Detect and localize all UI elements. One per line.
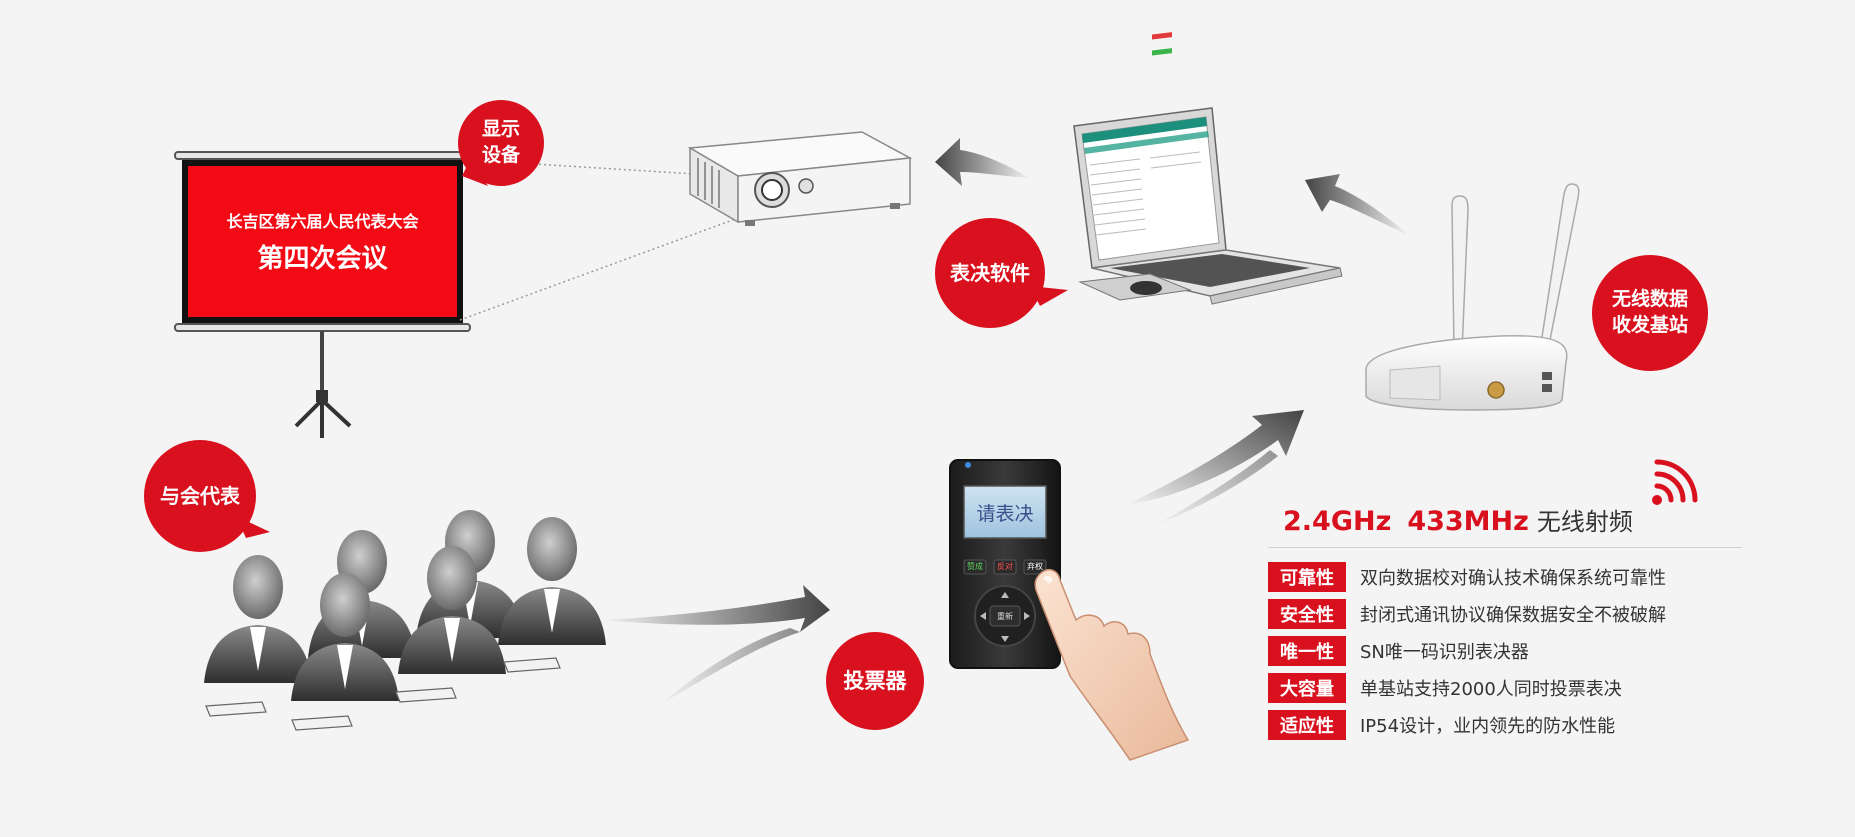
voter-center-button[interactable]: 重新 (997, 611, 1013, 621)
bubble-voting-software: 表决软件 (935, 218, 1045, 328)
voter-button-approve[interactable]: 赞成 (967, 562, 983, 571)
feature-capacity: 大容量 单基站支持2000人同时投票表决 (1268, 673, 1622, 703)
screen-line-2: 第四次会议 (257, 244, 388, 274)
hand-illustration (1034, 569, 1190, 761)
arrow-to-projector (935, 138, 1030, 186)
laptop-icon (1073, 32, 1343, 305)
feature-reliability: 可靠性 双向数据校对确认技术确保系统可靠性 (1268, 562, 1666, 592)
tripod-leg-left (294, 398, 324, 428)
bubble-delegates: 与会代表 (144, 440, 256, 552)
feature-desc: 单基站支持2000人同时投票表决 (1360, 679, 1622, 700)
projection-line-bottom (459, 209, 761, 321)
feature-tag: 适应性 (1268, 710, 1346, 740)
screen-surface (188, 166, 457, 317)
feature-tag: 安全性 (1268, 599, 1346, 629)
feature-tag: 大容量 (1268, 673, 1346, 703)
bubble-base-station: 无线数据收发基站 (1592, 255, 1708, 371)
arrow-to-voter-lower (660, 628, 800, 705)
voter-button-oppose[interactable]: 反对 (997, 562, 1013, 571)
voter-button-abstain[interactable]: 弃权 (1027, 562, 1043, 571)
screen-line-1: 长吉区第六届人民代表大会 (226, 212, 419, 231)
voter-button-labels: 赞成 反对 弃权 (964, 560, 1046, 574)
voter-screen-text: 请表决 (976, 502, 1034, 525)
screen-bottom-bar (174, 323, 471, 332)
screen-top-bar (174, 151, 471, 160)
projector-icon (687, 131, 913, 226)
screen-content: 长吉区第六届人民代表大会 第四次会议 (188, 166, 457, 317)
bubble-voter: 投票器 (826, 632, 924, 730)
arrow-to-laptop (1305, 174, 1410, 236)
feature-security: 安全性 封闭式通讯协议确保数据安全不被破解 (1268, 599, 1666, 629)
feature-adaptability: 适应性 IP54设计，业内领先的防水性能 (1268, 710, 1615, 740)
router-icon (1365, 183, 1580, 411)
feature-tag: 唯一性 (1268, 636, 1346, 666)
delegates-group (204, 510, 606, 731)
arrow-to-base-station-lower (1156, 450, 1278, 525)
voting-device (949, 459, 1061, 669)
feature-divider (1268, 547, 1742, 548)
feature-desc: 封闭式通讯协议确保数据安全不被破解 (1360, 605, 1666, 626)
frequency-band-2: 433MHz (1407, 506, 1529, 537)
frequency-suffix: 无线射频 (1536, 508, 1633, 536)
projection-screen (174, 151, 471, 438)
bubble-display-device: 显示设备 (458, 100, 544, 186)
feature-tag: 可靠性 (1268, 562, 1346, 592)
arrow-to-voter (600, 585, 830, 632)
feature-desc: 双向数据校对确认技术确保系统可靠性 (1360, 568, 1666, 589)
feature-desc: SN唯一码识别表决器 (1360, 642, 1529, 663)
tripod-joint (316, 390, 328, 402)
tripod-leg-right (320, 398, 352, 428)
feature-uniqueness: 唯一性 SN唯一码识别表决器 (1268, 636, 1529, 666)
feature-desc: IP54设计，业内领先的防水性能 (1360, 716, 1616, 737)
arrow-to-base-station (1125, 410, 1304, 505)
frequency-band-1: 2.4GHz (1283, 506, 1392, 537)
wifi-signal-icon (1652, 459, 1698, 505)
voter-lcd (963, 485, 1047, 539)
